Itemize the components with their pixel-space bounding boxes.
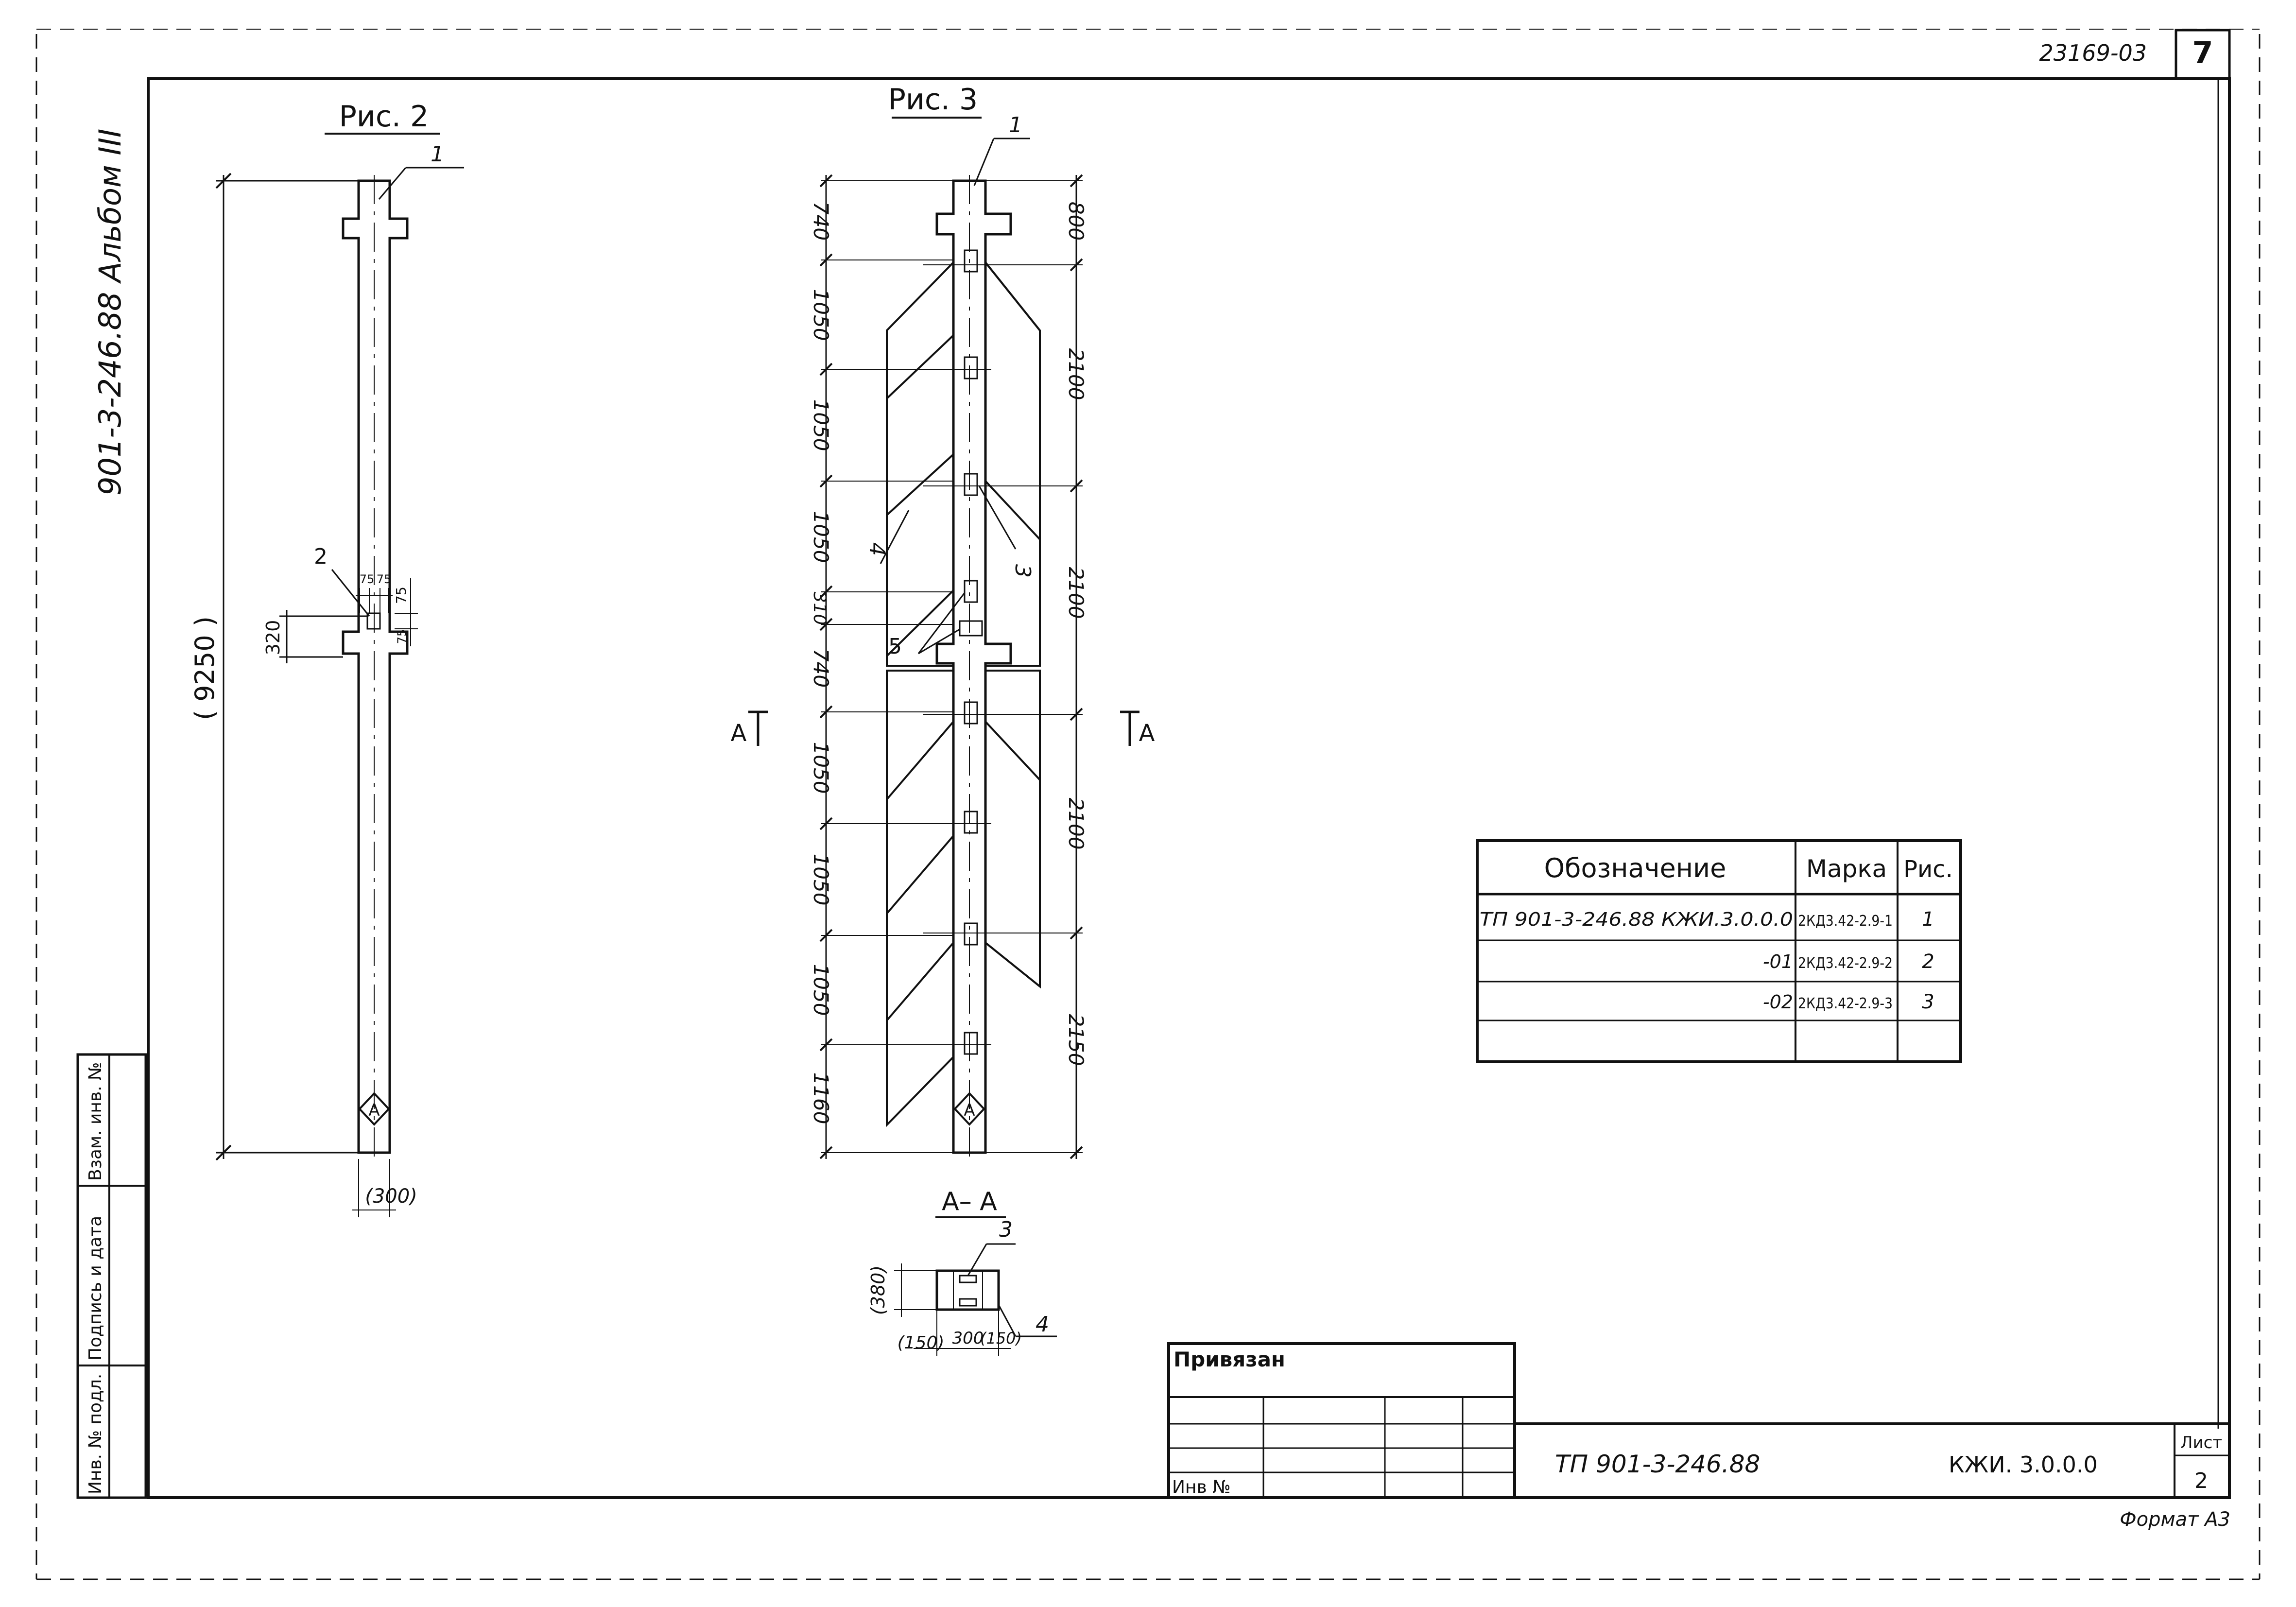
fig2-title: Рис. 2 (339, 100, 429, 134)
fig2-dim-75c: 75 (393, 587, 409, 604)
strip-label-inv: Инв. № подл. (86, 1374, 105, 1494)
fig3-left-dim-4: 310 (810, 592, 829, 625)
fig3-left-dim-2: 1050 (809, 399, 833, 451)
figure-2: Рис. 2 A ( 9250 ) 320 75 75 75 (190, 100, 464, 1217)
figure-3: Рис. 3 (731, 83, 1155, 1159)
section-aa: A– A 3 4 (380) (150) 300 (150) (867, 1187, 1057, 1356)
fig2-callout-2: 2 (314, 544, 328, 569)
spec-row-2-mark: 2КД3.42-2.9-3 (1798, 995, 1893, 1012)
spec-row-0-mark: 2КД3.42-2.9-1 (1798, 913, 1893, 930)
fig2-callout-1: 1 (431, 142, 444, 167)
section-aa-dim-mid: 300 (952, 1329, 984, 1348)
spec-row-1-designation: -01 (1763, 951, 1793, 972)
spec-table: Обозначение Марка Рис. ТП 901-3-246.88 К… (1476, 839, 1962, 1063)
strip-label-vzam: Взам. инв. № (86, 1062, 105, 1181)
title-sheet-label: Лист (2180, 1433, 2222, 1452)
fig3-callout-4: 4 (864, 542, 889, 556)
spec-row-2-designation: -02 (1763, 991, 1793, 1013)
spec-header-designation: Обозначение (1544, 853, 1726, 883)
fig3-right-dim-3: 2100 (1064, 798, 1088, 850)
left-signature-strip: Инв. № подл. Подпись и дата Взам. инв. № (76, 1053, 147, 1499)
fig3-left-dim-0: 740 (809, 202, 833, 241)
trim-lines (35, 29, 2261, 1580)
privyazan-title: Привязан (1174, 1348, 1285, 1371)
strip-label-sign: Подпись и дата (86, 1216, 105, 1361)
fig3-right-dim-1: 2100 (1064, 348, 1088, 400)
section-aa-dim-left: (150) (898, 1333, 945, 1353)
doc-code: 23169-03 (2039, 40, 2147, 66)
fig3-callout-1: 1 (1009, 113, 1022, 138)
fig3-left-dim-6: 1050 (809, 742, 833, 794)
fig3-right-dim-0: 800 (1064, 202, 1088, 241)
fig2-dim-75a: 75 (360, 572, 375, 586)
privyazan-inv-label: Инв № (1172, 1477, 1231, 1497)
fig3-title: Рис. 3 (888, 83, 978, 117)
fig3-callout-5: 5 (888, 634, 902, 659)
spec-row-2-fig: 3 (1922, 991, 1934, 1013)
title-doc-mark: КЖИ. 3.0.0.0 (1949, 1451, 2098, 1478)
fig3-left-dim-1: 1050 (809, 289, 833, 341)
fig3-section-right: A (1139, 720, 1155, 747)
spec-row-1-mark: 2КД3.42-2.9-2 (1798, 955, 1893, 972)
spec-row-1-fig: 2 (1922, 950, 1934, 973)
spec-header-mark: Марка (1806, 855, 1887, 883)
fig2-overall-length: ( 9250 ) (190, 616, 220, 720)
header-stamp: 23169-03 7 (2039, 29, 2231, 80)
fig2-width-dim: (300) (365, 1185, 417, 1208)
format-label: Формат А3 (2120, 1508, 2230, 1531)
fig2-dim-75d: 75 (395, 629, 409, 644)
fig3-left-dim-8: 1050 (809, 964, 833, 1016)
fig3-left-dim-3: 1050 (809, 511, 833, 563)
fig2-dim-75b: 75 (377, 572, 392, 586)
fig2-dim-320: 320 (262, 620, 284, 656)
fig3-left-dim-5: 740 (809, 649, 833, 688)
title-block: ТП 901-3-246.88 КЖИ. 3.0.0.0 Лист 2 (1513, 1422, 2231, 1499)
fig2-section-mark: A (368, 1101, 380, 1120)
fig3-section-mark: A (964, 1101, 975, 1120)
fig3-callout-3: 3 (1010, 564, 1035, 578)
album-label: 901-3-246.88 Альбом III (92, 129, 128, 496)
fig3-right-dim-2: 2100 (1064, 567, 1088, 619)
title-sheet-value: 2 (2194, 1469, 2208, 1493)
section-aa-title: A– A (942, 1187, 997, 1216)
title-project-code: ТП 901-3-246.88 (1555, 1450, 1760, 1478)
privyazan-box: Привязан Инв № (1167, 1342, 1516, 1499)
spec-row-0-fig: 1 (1922, 908, 1934, 931)
section-aa-height: (380) (867, 1265, 889, 1315)
spec-header-fig: Рис. (1903, 856, 1953, 883)
spec-row-0-designation: ТП 901-3-246.88 КЖИ.3.0.0.0 (1480, 909, 1793, 930)
fig3-section-left: A (731, 720, 747, 747)
section-aa-callout-4: 4 (1036, 1312, 1049, 1337)
main-frame (147, 77, 2231, 1499)
fig3-left-dim-9: 1160 (809, 1072, 833, 1124)
fig2-column-outline (342, 179, 409, 1154)
section-aa-dim-right: (150) (980, 1329, 1022, 1348)
sheet-number: 7 (2192, 35, 2213, 70)
section-aa-callout-3: 3 (999, 1217, 1013, 1242)
fig3-left-dim-7: 1050 (809, 854, 833, 906)
fig3-right-dim-4: 2150 (1064, 1014, 1088, 1066)
